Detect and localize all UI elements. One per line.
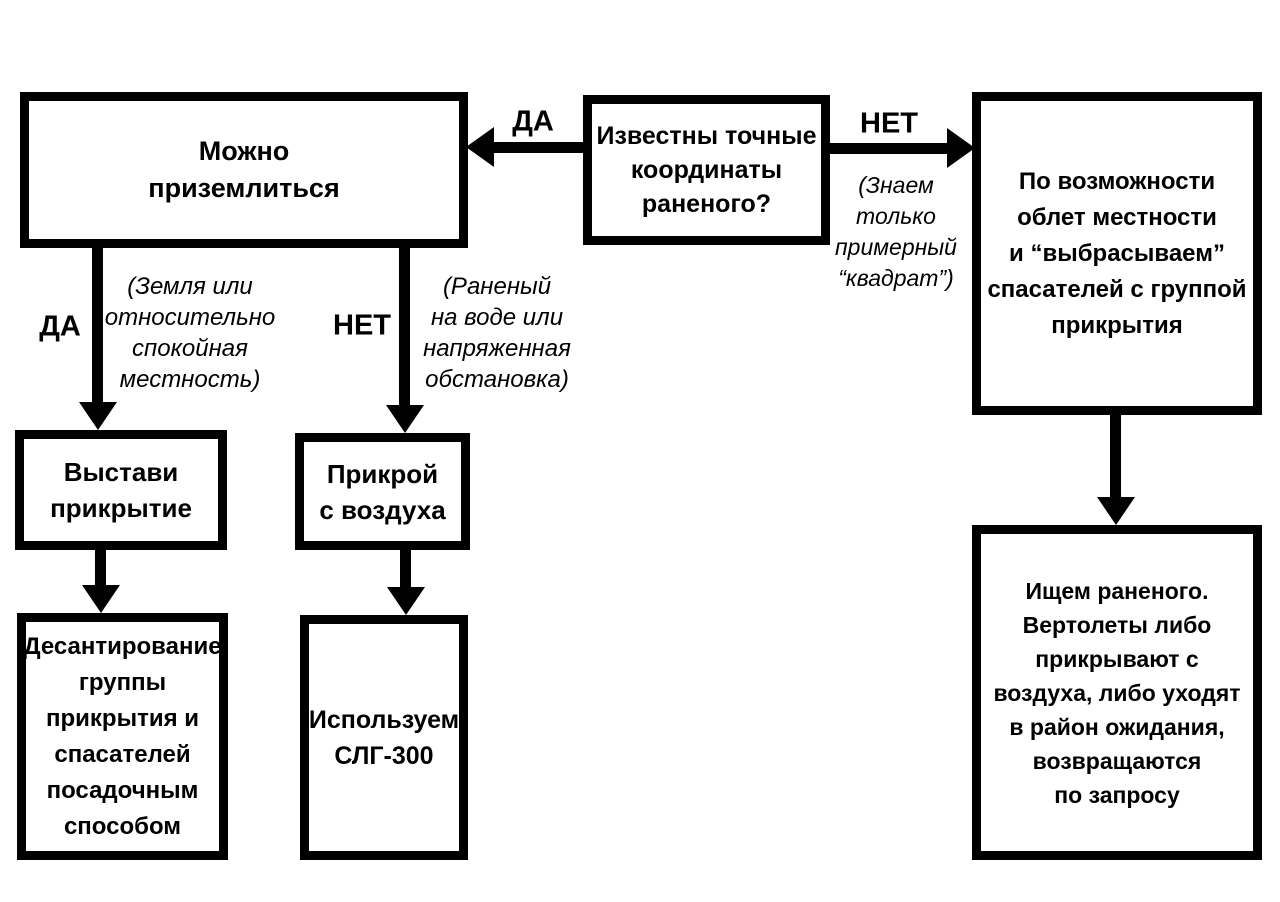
arrow-to-landing-party-head-icon — [82, 585, 120, 613]
arrow-yes-to-can-land-head-icon — [466, 127, 494, 167]
node-cover-from-air: Прикрой с воздуха — [295, 433, 470, 550]
arrow-no-to-cover-air-head-icon — [386, 405, 424, 433]
note-approximate-square: (Знаем только примерный “квадрат”) — [835, 172, 957, 291]
arrow-no-to-cover-air-shaft — [399, 248, 410, 405]
edge-label-no-right: НЕТ — [860, 107, 918, 140]
arrow-to-landing-party-shaft — [95, 550, 106, 585]
node-landing-party: Десантирование группы прикрытия и спасат… — [17, 613, 228, 860]
edge-label-no-down: НЕТ — [333, 309, 391, 342]
edge-label-yes-down: ДА — [39, 310, 81, 343]
arrow-no-to-overfly-shaft — [830, 143, 947, 154]
node-overfly-area: По возможности облет местности и “выбрас… — [972, 92, 1262, 415]
note-tense-situation: (Раненый на воде или напряженная обстано… — [423, 273, 571, 393]
note-calm-terrain: (Земля или относительно спокойная местно… — [104, 273, 276, 393]
arrow-to-use-slg-head-icon — [387, 587, 425, 615]
arrow-no-to-overfly-head-icon — [947, 128, 975, 168]
node-can-land: Можно приземлиться — [20, 92, 468, 248]
node-use-slg-300: Используем СЛГ-300 — [300, 615, 468, 860]
arrow-to-use-slg-shaft — [400, 550, 411, 587]
arrow-to-search-wounded-head-icon — [1097, 497, 1135, 525]
arrow-yes-to-set-cover-head-icon — [79, 402, 117, 430]
arrow-to-search-wounded-shaft — [1110, 415, 1121, 497]
arrow-yes-to-set-cover-shaft — [92, 248, 103, 402]
edge-label-yes-left: ДА — [512, 105, 554, 138]
node-known-coordinates: Известны точные координаты раненого? — [583, 95, 830, 245]
node-set-cover: Выстави прикрытие — [15, 430, 227, 550]
arrow-yes-to-can-land-shaft — [494, 142, 583, 153]
node-search-wounded: Ищем раненого. Вертолеты либо прикрывают… — [972, 525, 1262, 860]
